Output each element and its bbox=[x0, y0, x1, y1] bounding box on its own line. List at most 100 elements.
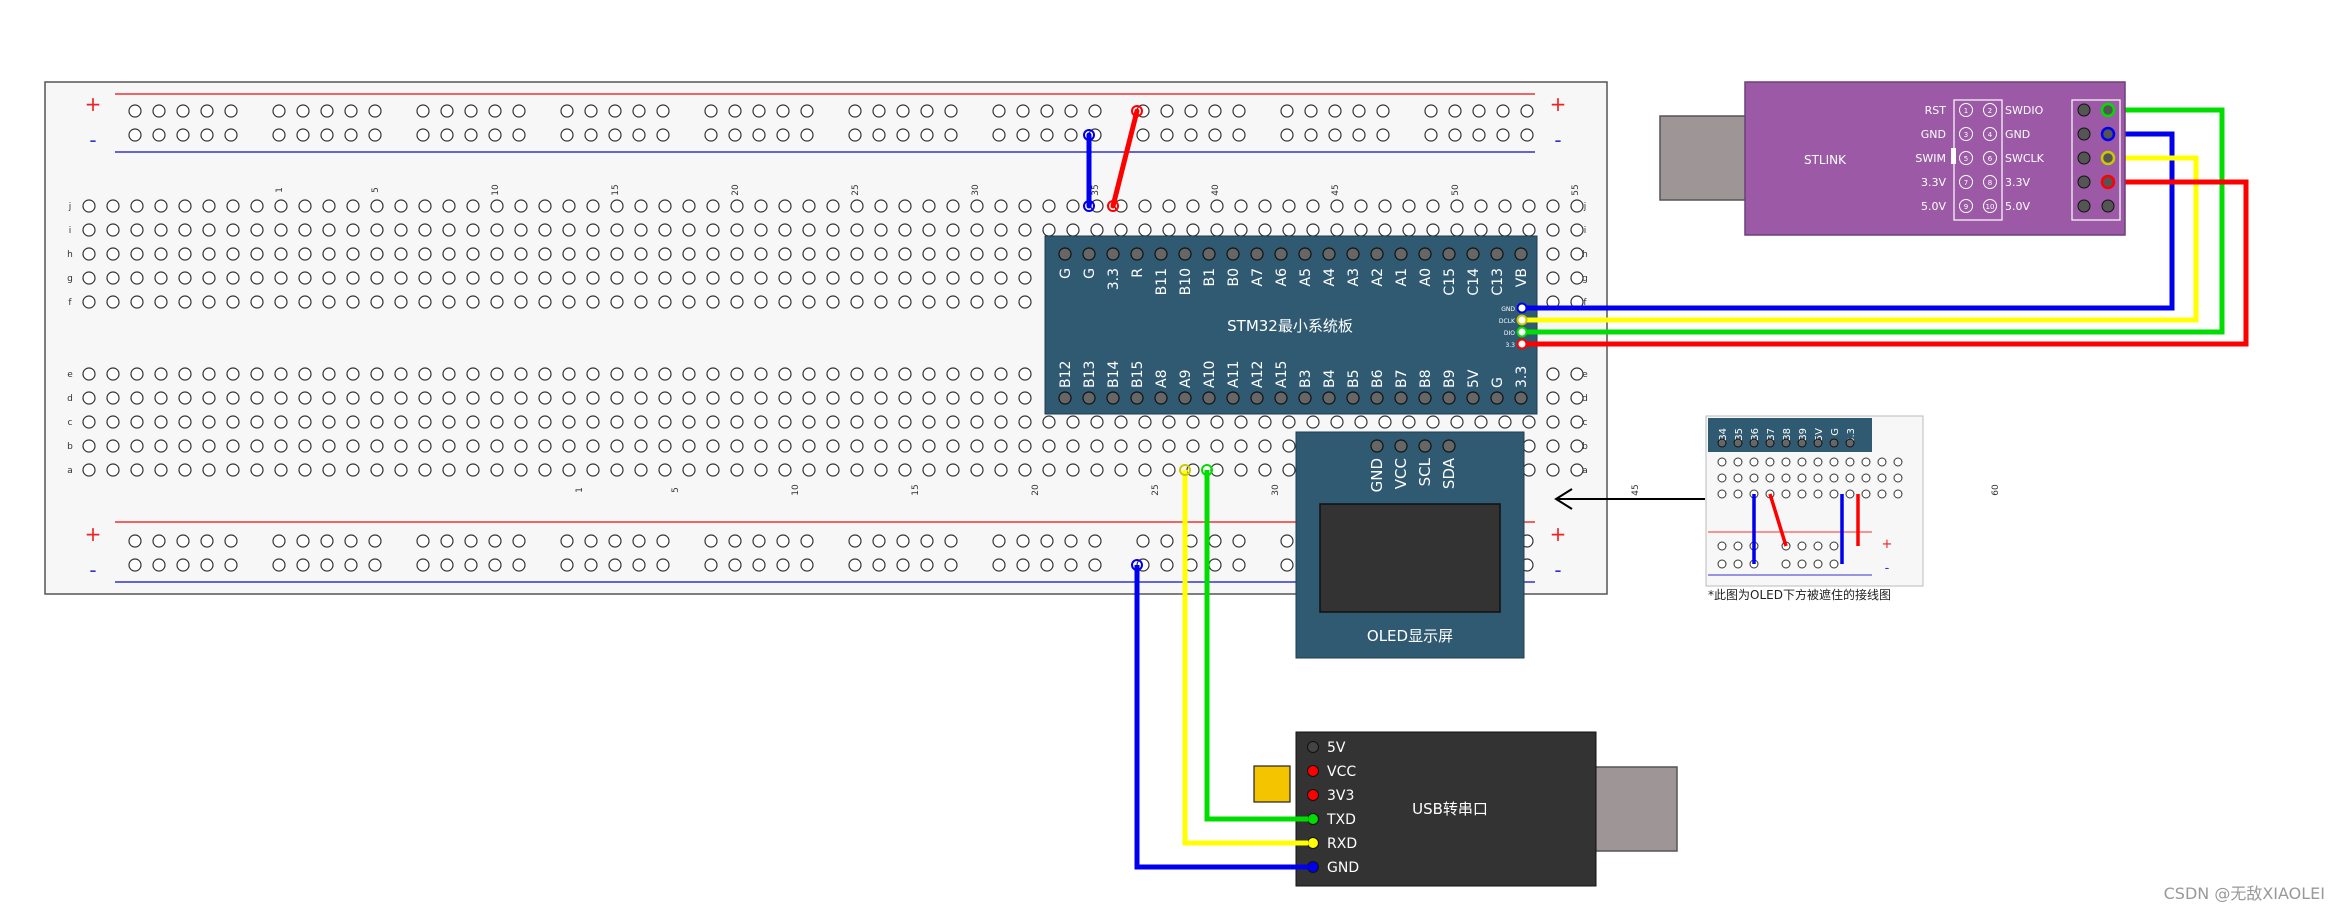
breadboard-hole bbox=[850, 247, 864, 261]
stm32-swd-label: GND bbox=[1501, 306, 1515, 313]
breadboard-hole bbox=[1066, 415, 1080, 429]
stm32-bottom-pin-label: A15 bbox=[1274, 361, 1290, 388]
stlink-right-label: GND bbox=[2005, 128, 2030, 141]
stm32-pin-hole bbox=[1178, 247, 1192, 261]
breadboard-hole bbox=[370, 391, 384, 405]
rail-hole bbox=[128, 128, 142, 142]
rail-hole bbox=[776, 128, 790, 142]
stlink-pin-number: 9 bbox=[1964, 203, 1968, 211]
breadboard-hole bbox=[1306, 415, 1320, 429]
breadboard-hole bbox=[490, 199, 504, 213]
inset-arrow-head bbox=[1554, 488, 1573, 510]
breadboard-hole bbox=[1450, 199, 1464, 213]
usb-pin-label: GND bbox=[1327, 860, 1359, 876]
rail-hole bbox=[488, 534, 502, 548]
rail-hole bbox=[1496, 128, 1510, 142]
stlink-pin bbox=[1983, 151, 1997, 165]
rail-hole bbox=[560, 104, 574, 118]
breadboard-hole bbox=[898, 295, 912, 309]
breadboard-hole bbox=[274, 271, 288, 285]
rail-hole bbox=[776, 558, 790, 572]
breadboard-hole bbox=[1234, 415, 1248, 429]
breadboard-hole bbox=[1186, 199, 1200, 213]
breadboard-hole bbox=[1162, 463, 1176, 477]
breadboard-hole bbox=[202, 247, 216, 261]
stm32-bottom-pin-label: A10 bbox=[1202, 361, 1218, 388]
inset-hole bbox=[1813, 489, 1823, 499]
breadboard-hole bbox=[178, 271, 192, 285]
breadboard-hole bbox=[1114, 415, 1128, 429]
breadboard-hole bbox=[442, 247, 456, 261]
row-letter-right: a bbox=[1582, 466, 1588, 476]
breadboard-hole bbox=[898, 439, 912, 453]
stm32-pin-hole bbox=[1514, 247, 1528, 261]
breadboard-hole bbox=[346, 295, 360, 309]
breadboard-hole bbox=[370, 223, 384, 237]
breadboard-hole bbox=[1426, 415, 1440, 429]
breadboard-hole bbox=[1570, 271, 1584, 285]
rail-hole bbox=[848, 534, 862, 548]
rail-hole bbox=[200, 128, 214, 142]
breadboard-hole bbox=[922, 463, 936, 477]
breadboard-hole bbox=[370, 367, 384, 381]
inset-hole bbox=[1877, 489, 1887, 499]
inset-hole bbox=[1781, 457, 1791, 467]
breadboard-hole bbox=[1114, 439, 1128, 453]
breadboard-hole bbox=[586, 199, 600, 213]
rail-hole bbox=[992, 128, 1006, 142]
inset-pin-hole bbox=[1765, 438, 1775, 448]
breadboard-hole bbox=[1570, 415, 1584, 429]
breadboard-hole bbox=[610, 223, 624, 237]
breadboard-hole bbox=[322, 295, 336, 309]
rail-hole bbox=[944, 128, 958, 142]
wire-blue-gnd-usb bbox=[1134, 565, 1308, 870]
breadboard-hole bbox=[106, 295, 120, 309]
breadboard-hole bbox=[466, 439, 480, 453]
breadboard-hole bbox=[1018, 271, 1032, 285]
stlink-pin-number: 7 bbox=[1964, 179, 1968, 187]
stm32-pin-hole bbox=[1346, 391, 1360, 405]
rail-hole bbox=[152, 534, 166, 548]
inset-hole bbox=[1861, 473, 1871, 483]
breadboard-hole bbox=[706, 223, 720, 237]
breadboard-hole bbox=[418, 223, 432, 237]
rail-hole bbox=[320, 104, 334, 118]
breadboard-hole bbox=[466, 223, 480, 237]
row-letter-right: g bbox=[1582, 274, 1588, 284]
breadboard-hole bbox=[538, 415, 552, 429]
breadboard-hole bbox=[1258, 463, 1272, 477]
rail-hole bbox=[1352, 128, 1366, 142]
rail-hole bbox=[512, 104, 526, 118]
rail-hole bbox=[1160, 558, 1174, 572]
breadboard-hole bbox=[1570, 223, 1584, 237]
rail-hole bbox=[704, 534, 718, 548]
breadboard-hole bbox=[946, 199, 960, 213]
breadboard-hole bbox=[1402, 223, 1416, 237]
breadboard-hole bbox=[754, 439, 768, 453]
rail-hole bbox=[872, 534, 886, 548]
inset-rail-hole bbox=[1829, 541, 1839, 551]
rail-hole bbox=[200, 558, 214, 572]
breadboard-hole bbox=[874, 247, 888, 261]
rail-hole bbox=[584, 128, 598, 142]
rail-hole bbox=[1160, 104, 1174, 118]
stm32-bottom-pin-label: G bbox=[1490, 377, 1506, 388]
breadboard-hole bbox=[1306, 199, 1320, 213]
breadboard-hole bbox=[514, 223, 528, 237]
breadboard-hole bbox=[130, 367, 144, 381]
breadboard-hole bbox=[610, 439, 624, 453]
oled-pin-hole bbox=[1370, 439, 1384, 453]
breadboard-hole bbox=[922, 247, 936, 261]
breadboard-hole bbox=[754, 199, 768, 213]
breadboard-hole bbox=[538, 247, 552, 261]
breadboard-hole bbox=[802, 439, 816, 453]
stm32-swd-label: DIO bbox=[1504, 330, 1515, 337]
breadboard-hole bbox=[346, 271, 360, 285]
inset-rail-hole bbox=[1813, 541, 1823, 551]
breadboard-hole bbox=[922, 271, 936, 285]
breadboard-hole bbox=[1546, 415, 1560, 429]
breadboard-hole bbox=[922, 439, 936, 453]
breadboard-hole bbox=[922, 367, 936, 381]
rail-hole bbox=[1448, 104, 1462, 118]
breadboard-hole bbox=[586, 439, 600, 453]
